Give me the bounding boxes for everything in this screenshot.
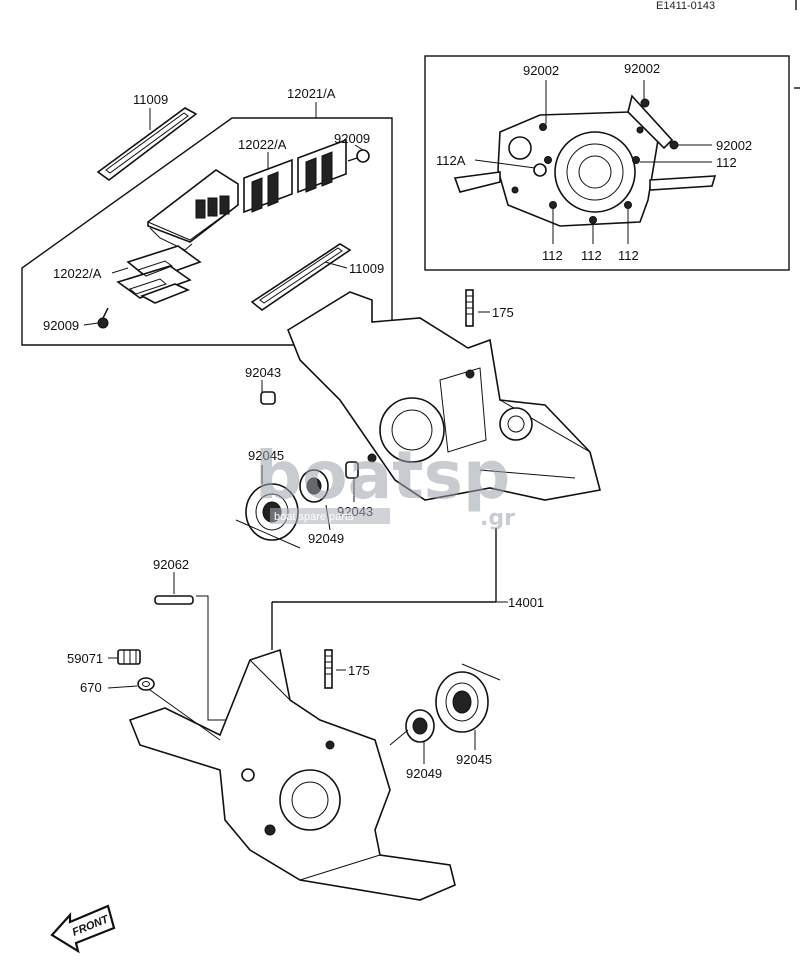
label-92045-upper: 92045	[248, 448, 284, 463]
label-92002-a: 92002	[523, 63, 559, 78]
label-92062: 92062	[153, 557, 189, 572]
label-11009-upper: 11009	[133, 92, 168, 107]
label-92009-upper: 92009	[334, 131, 370, 146]
part-11009-upper-gasket	[96, 107, 198, 181]
part-92009-upper-screw	[347, 149, 370, 163]
part-reed-block	[147, 169, 239, 251]
label-112-bottom-3: 112	[618, 248, 639, 263]
label-175-upper: 175	[492, 305, 514, 320]
front-arrow-icon: FRONT	[50, 904, 116, 954]
label-12022A-upper: 12022/A	[238, 137, 287, 152]
label-92049-upper: 92049	[308, 531, 344, 546]
label-112A: 112A	[436, 153, 466, 168]
label-14001: 14001	[508, 595, 544, 610]
part-670-washer	[107, 677, 155, 691]
part-12022-upper-reeds	[243, 138, 347, 214]
label-112-bottom-2: 112	[581, 248, 602, 263]
crankcase-cover-inset: 92002 92002 92002 112A 112 112 112 112	[424, 55, 790, 271]
label-11009-lower: 11009	[349, 261, 384, 276]
watermark: boatsp .gr boat spare parts	[255, 437, 515, 531]
reed-valve-group: 11009 12021/A 12022/A 92009 12022/A 9200…	[21, 86, 393, 346]
label-92049-lower: 92049	[406, 766, 442, 781]
label-92043-upper: 92043	[245, 365, 281, 380]
part-175-upper-stud	[465, 289, 490, 327]
lower-crankcase-half: 14001 92062 175 59071	[67, 528, 544, 901]
watermark-tagline: boat spare parts	[274, 511, 354, 523]
label-12021A: 12021/A	[287, 86, 336, 101]
watermark-brand: boatsp	[255, 437, 510, 514]
label-92009-lower: 92009	[43, 318, 79, 333]
label-92002-b: 92002	[624, 61, 660, 76]
watermark-domain: .gr	[480, 506, 515, 531]
part-92043-upper-dowel	[260, 380, 276, 405]
diagram-code: E1411-0143	[656, 0, 715, 12]
label-92045-lower: 92045	[456, 752, 492, 767]
part-92049-upper-seal	[299, 469, 331, 531]
part-92009-lower-screw	[97, 307, 109, 329]
part-92049-lower-seal	[405, 709, 435, 764]
part-92045-lower-bearing	[435, 663, 501, 750]
watermark-tagline-bg	[270, 508, 390, 524]
part-59071-sensor	[108, 649, 141, 665]
part-92043-lower-dowel	[345, 461, 359, 502]
label-59071: 59071	[67, 651, 103, 666]
label-175-lower: 175	[348, 663, 370, 678]
label-112-right: 112	[716, 155, 737, 170]
part-92062-bolt	[154, 572, 240, 721]
label-112-bottom-1: 112	[542, 248, 563, 263]
label-12022A-lower: 12022/A	[53, 266, 102, 281]
inset-frame	[424, 55, 790, 271]
part-12022-lower-reeds	[116, 245, 202, 304]
part-175-lower-stud	[324, 649, 346, 689]
label-670: 670	[80, 680, 102, 695]
part-11009-lower-gasket	[250, 243, 352, 311]
label-92002-c: 92002	[716, 138, 752, 153]
